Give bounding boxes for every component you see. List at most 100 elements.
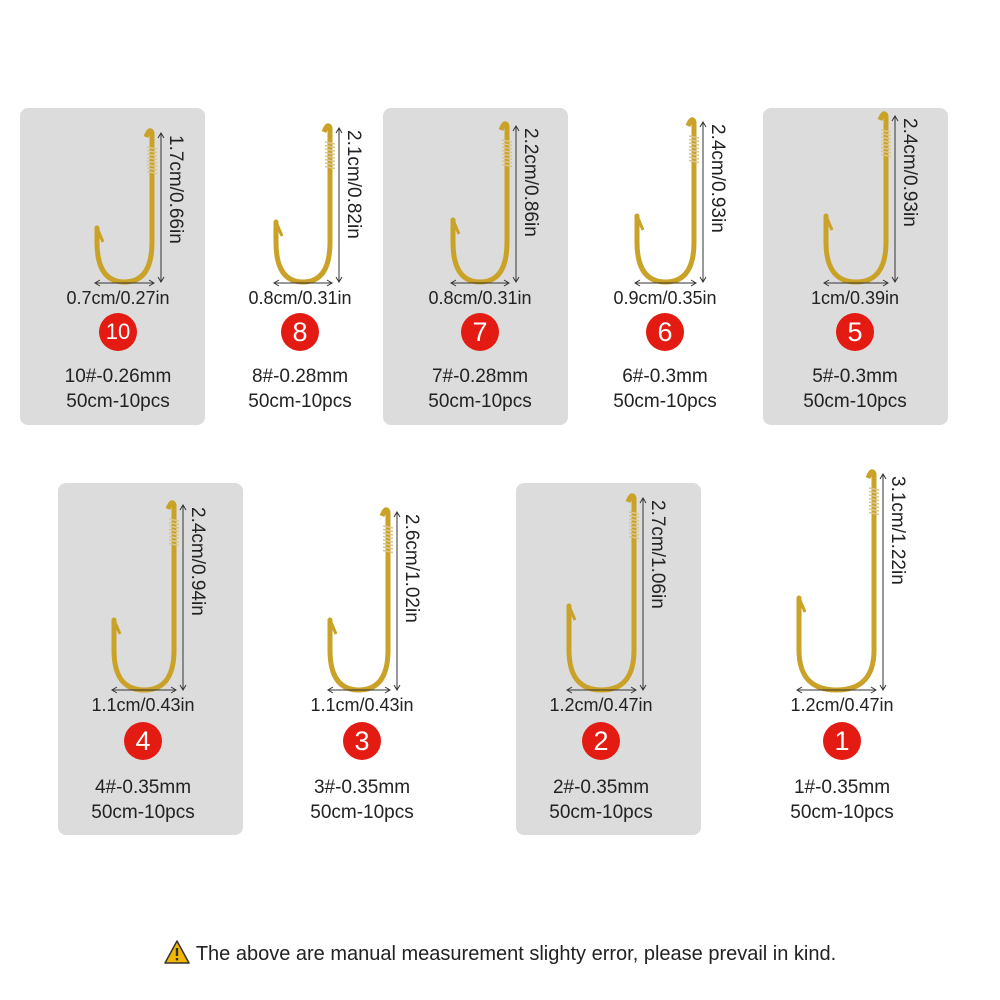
hook-4-size: 4#-0.35mm	[94, 777, 192, 798]
hook-2-size: 2#-0.35mm	[552, 777, 650, 798]
hook-4-line-wrap	[168, 521, 180, 526]
width-arrowhead	[690, 279, 697, 287]
hook-7-line-wrap	[501, 142, 513, 147]
hook-1-size: 1#-0.35mm	[793, 777, 891, 798]
hook-2-number-badge: 2	[582, 722, 620, 760]
hook-2-line-wrap	[628, 511, 640, 515]
hook-4-barb	[112, 619, 122, 635]
width-arrowhead	[503, 279, 510, 287]
hook-4-number-badge: 4	[124, 722, 162, 760]
hook-6-barb	[635, 215, 645, 231]
length-arrowhead	[639, 497, 647, 504]
length-arrowhead	[879, 684, 887, 691]
hook-5-size: 5#-0.3mm	[812, 366, 898, 387]
hook-1-eye	[865, 469, 877, 486]
hook-3-line-wrap	[382, 549, 394, 554]
width-arrowhead	[326, 279, 333, 287]
hook-7-line-wrap	[501, 146, 513, 150]
hook-1-line-wrap	[868, 501, 880, 505]
hook-1-line-wrap	[868, 494, 880, 498]
hook-5-line-wrap	[880, 129, 892, 133]
width-arrowhead	[450, 279, 457, 287]
hook-5-line-wrap	[880, 139, 892, 144]
length-arrowhead	[179, 684, 187, 691]
hook-5-width-label: 1cm/0.39in	[810, 288, 900, 308]
hook-10-pack: 50cm-10pcs	[66, 391, 170, 412]
hook-1-number-badge: 1	[823, 722, 861, 760]
hook-card-7	[383, 108, 568, 425]
hook-3-eye	[379, 507, 391, 524]
hook-3-size: 3#-0.35mm	[313, 777, 411, 798]
width-arrowhead	[634, 279, 641, 287]
hook-10-size: 10#-0.26mm	[64, 366, 172, 387]
length-arrowhead	[179, 504, 187, 511]
hook-8-width-label: 0.8cm/0.31in	[248, 288, 352, 308]
hook-6-line-wrap	[688, 152, 700, 157]
hook-10-barb	[95, 227, 105, 243]
hook-3-line-wrap	[382, 539, 394, 543]
hook-4-pack: 50cm-10pcs	[91, 802, 195, 823]
hook-7-line-wrap	[501, 160, 513, 164]
hook-10-number-badge: 10	[99, 313, 137, 351]
hook-5-pack: 50cm-10pcs	[803, 391, 907, 412]
hook-1-width-label: 1.2cm/0.47in	[790, 695, 894, 715]
hook-10-line-wrap	[146, 170, 158, 175]
hook-2-barb	[567, 605, 577, 621]
hook-5-line-wrap	[880, 143, 892, 147]
width-arrowhead	[796, 686, 803, 694]
hook-3-line-wrap	[382, 528, 394, 533]
hook-1-specs: 1#-0.35mm 50cm-10pcs	[742, 775, 942, 825]
hook-5-specs: 5#-0.3mm 50cm-10pcs	[755, 364, 955, 414]
width-arrowhead	[882, 279, 889, 287]
hook-5-line-wrap	[880, 153, 892, 158]
hook-10-width-label: 0.7cm/0.27in	[66, 288, 170, 308]
hook-4-line-wrap	[168, 528, 180, 533]
length-arrowhead	[891, 276, 899, 283]
hook-5-line-wrap	[880, 136, 892, 140]
hook-10-line-wrap	[146, 160, 158, 164]
hook-4-specs: 4#-0.35mm 50cm-10pcs	[43, 775, 243, 825]
hook-2-line-wrap	[628, 525, 640, 529]
hook-4-line-wrap	[168, 539, 180, 543]
hook-3-line-wrap	[382, 542, 394, 547]
hook-4-line-wrap	[168, 535, 180, 540]
disclaimer-note: The above are manual measurement slighty…	[0, 940, 1000, 966]
hook-6-eye	[685, 117, 697, 134]
hook-5-number-badge: 5	[836, 313, 874, 351]
length-arrowhead	[335, 127, 343, 134]
hook-3-line-wrap	[382, 546, 394, 550]
hook-6-width-label: 0.9cm/0.35in	[613, 288, 717, 308]
length-arrowhead	[699, 276, 707, 283]
width-arrowhead	[823, 279, 830, 287]
hook-6-line-wrap	[688, 156, 700, 160]
hook-1-pack: 50cm-10pcs	[790, 802, 894, 823]
hook-7-body	[450, 133, 510, 285]
hook-4-line-wrap	[168, 542, 180, 547]
hook-5-barb	[824, 215, 834, 231]
width-arrowhead	[273, 279, 280, 287]
length-arrowhead	[512, 276, 520, 283]
length-arrowhead	[335, 276, 343, 283]
hook-10-line-wrap	[146, 163, 158, 168]
hook-4-eye	[165, 500, 177, 517]
hook-1-line-wrap	[868, 511, 880, 516]
hook-8-line-wrap	[324, 162, 336, 166]
hook-8-line-wrap	[324, 165, 336, 170]
hook-3-line-wrap	[382, 532, 394, 536]
hook-1-line-wrap	[868, 508, 880, 512]
hook-10-line-wrap	[146, 149, 158, 154]
hook-8-line-wrap	[324, 144, 336, 149]
hook-10-line-wrap	[146, 156, 158, 161]
hook-7-line-wrap	[501, 153, 513, 157]
hook-2-pack: 50cm-10pcs	[549, 802, 653, 823]
hook-5-line-wrap	[880, 146, 892, 151]
hook-3-barb	[328, 619, 338, 635]
width-arrowhead	[148, 279, 155, 287]
hook-2-specs: 2#-0.35mm 50cm-10pcs	[501, 775, 701, 825]
hook-4-width-label: 1.1cm/0.43in	[91, 695, 195, 715]
